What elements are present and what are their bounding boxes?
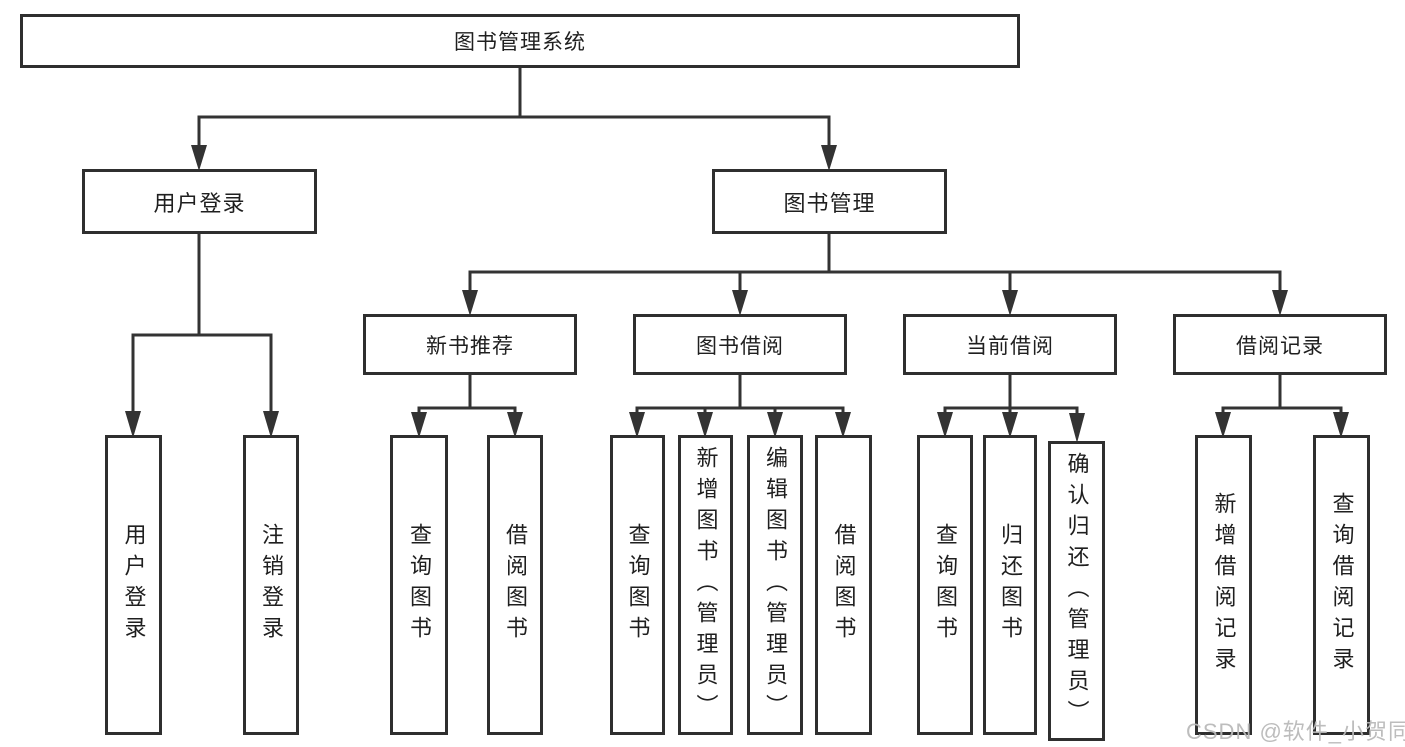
leaf-records-add-record: 新增借阅记录 — [1195, 435, 1252, 735]
leaf-user-login: 用户登录 — [105, 435, 162, 735]
leaf-records-query-record: 查询借阅记录 — [1313, 435, 1370, 735]
node-book-management: 图书管理 — [712, 169, 947, 234]
leaf-logout-label: 注销登录 — [259, 523, 284, 647]
node-borrowing-records-label: 借阅记录 — [1236, 334, 1324, 358]
leaf-current-query-books: 查询图书 — [917, 435, 973, 735]
leaf-records-query-record-label: 查询借阅记录 — [1329, 492, 1355, 678]
leaf-newbook-borrow-books-label: 借阅图书 — [503, 523, 528, 647]
node-user-login-label: 用户登录 — [153, 190, 246, 216]
leaf-newbook-borrow-books: 借阅图书 — [487, 435, 543, 735]
leaf-current-query-books-label: 查询图书 — [933, 523, 958, 647]
leaf-borrow-add-books-admin: 新增图书（管理员） — [678, 435, 733, 735]
watermark-text: CSDN @软件_小贺同学 — [1186, 719, 1405, 744]
node-book-management-label: 图书管理 — [783, 190, 876, 216]
leaf-newbook-query-books-label: 查询图书 — [407, 523, 432, 647]
node-current-borrowing-label: 当前借阅 — [966, 334, 1054, 358]
node-new-book-recommendation-label: 新书推荐 — [426, 334, 514, 358]
node-current-borrowing: 当前借阅 — [903, 314, 1117, 375]
node-root: 图书管理系统 — [20, 14, 1020, 68]
leaf-logout: 注销登录 — [243, 435, 299, 735]
node-user-login: 用户登录 — [82, 169, 317, 234]
node-book-borrowing-label: 图书借阅 — [696, 334, 784, 358]
leaf-current-confirm-return-admin-label: 确认归还（管理员） — [1064, 451, 1090, 731]
node-new-book-recommendation: 新书推荐 — [363, 314, 577, 375]
node-root-label: 图书管理系统 — [454, 31, 586, 54]
node-book-borrowing: 图书借阅 — [633, 314, 847, 375]
leaf-borrow-borrow-books-label: 借阅图书 — [831, 523, 857, 647]
leaf-current-return-books: 归还图书 — [983, 435, 1037, 735]
leaf-newbook-query-books: 查询图书 — [390, 435, 448, 735]
leaf-current-confirm-return-admin: 确认归还（管理员） — [1048, 441, 1105, 741]
leaf-borrow-edit-books-admin-label: 编辑图书（管理员） — [763, 445, 788, 725]
node-borrowing-records: 借阅记录 — [1173, 314, 1387, 375]
leaf-borrow-query-books-label: 查询图书 — [625, 523, 651, 647]
leaf-borrow-query-books: 查询图书 — [610, 435, 665, 735]
leaf-user-login-label: 用户登录 — [121, 523, 147, 647]
leaf-borrow-edit-books-admin: 编辑图书（管理员） — [747, 435, 803, 735]
leaf-borrow-add-books-admin-label: 新增图书（管理员） — [693, 445, 719, 725]
leaf-current-return-books-label: 归还图书 — [998, 523, 1023, 647]
leaf-borrow-borrow-books: 借阅图书 — [815, 435, 872, 735]
leaf-records-add-record-label: 新增借阅记录 — [1211, 492, 1237, 678]
